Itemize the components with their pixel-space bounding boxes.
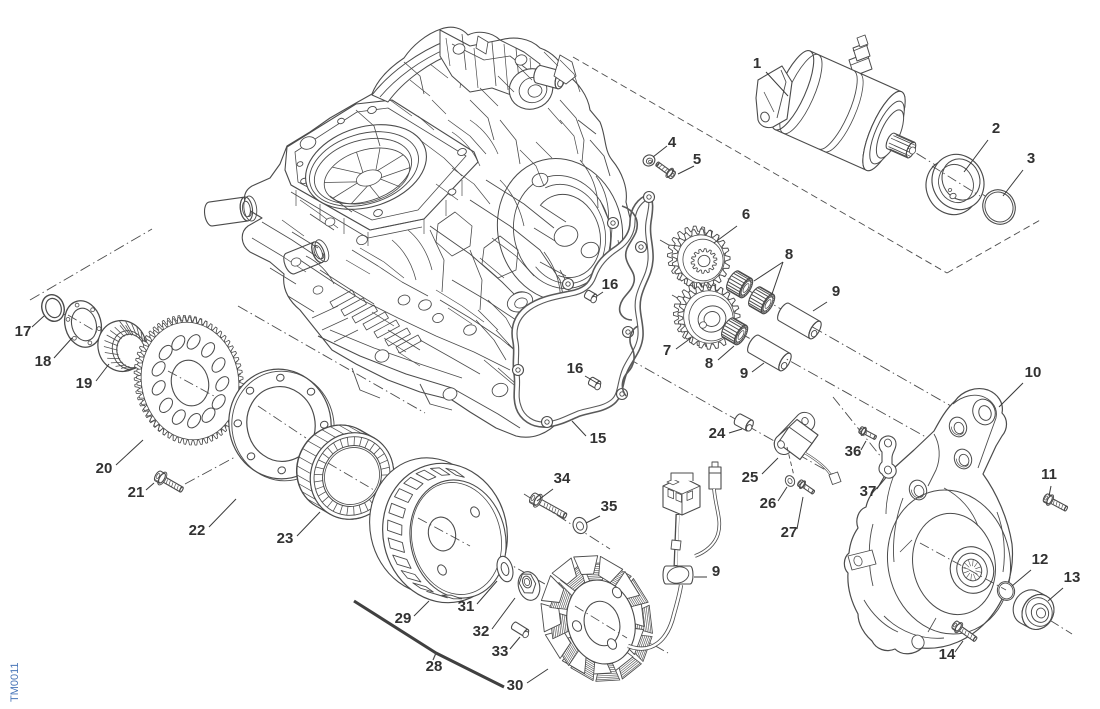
svg-text:16: 16 [567, 360, 584, 377]
svg-text:1: 1 [753, 55, 761, 72]
svg-text:2: 2 [992, 120, 1000, 137]
svg-text:24: 24 [709, 425, 726, 442]
svg-text:19: 19 [76, 375, 93, 392]
svg-text:35: 35 [601, 498, 618, 515]
svg-text:27: 27 [781, 524, 798, 541]
svg-text:23: 23 [277, 530, 294, 547]
svg-text:8: 8 [785, 246, 793, 263]
svg-text:31: 31 [458, 598, 475, 615]
svg-text:7: 7 [663, 342, 671, 359]
svg-text:26: 26 [760, 495, 777, 512]
svg-text:22: 22 [189, 522, 206, 539]
svg-text:10: 10 [1025, 364, 1042, 381]
svg-text:29: 29 [395, 610, 412, 627]
svg-text:TM0011: TM0011 [9, 662, 21, 702]
svg-text:9: 9 [832, 283, 840, 300]
svg-text:15: 15 [590, 430, 607, 447]
svg-text:14: 14 [939, 646, 956, 663]
svg-text:11: 11 [1041, 466, 1057, 483]
svg-text:17: 17 [15, 323, 32, 340]
svg-text:18: 18 [35, 353, 52, 370]
svg-text:30: 30 [507, 677, 524, 694]
svg-text:21: 21 [128, 484, 145, 501]
svg-text:9: 9 [712, 563, 720, 580]
svg-text:32: 32 [473, 623, 490, 640]
svg-text:20: 20 [96, 460, 113, 477]
svg-text:28: 28 [426, 658, 443, 675]
svg-text:25: 25 [742, 469, 759, 486]
svg-text:12: 12 [1032, 551, 1049, 568]
svg-text:8: 8 [705, 355, 713, 372]
svg-text:16: 16 [602, 276, 619, 293]
svg-text:36: 36 [845, 443, 862, 460]
svg-text:6: 6 [742, 206, 750, 223]
svg-text:5: 5 [693, 151, 701, 168]
svg-text:37: 37 [860, 483, 877, 500]
svg-text:34: 34 [554, 470, 571, 487]
svg-text:3: 3 [1027, 150, 1035, 167]
svg-text:33: 33 [492, 643, 509, 660]
svg-text:4: 4 [668, 134, 677, 151]
svg-text:13: 13 [1064, 569, 1081, 586]
svg-text:9: 9 [740, 365, 748, 382]
